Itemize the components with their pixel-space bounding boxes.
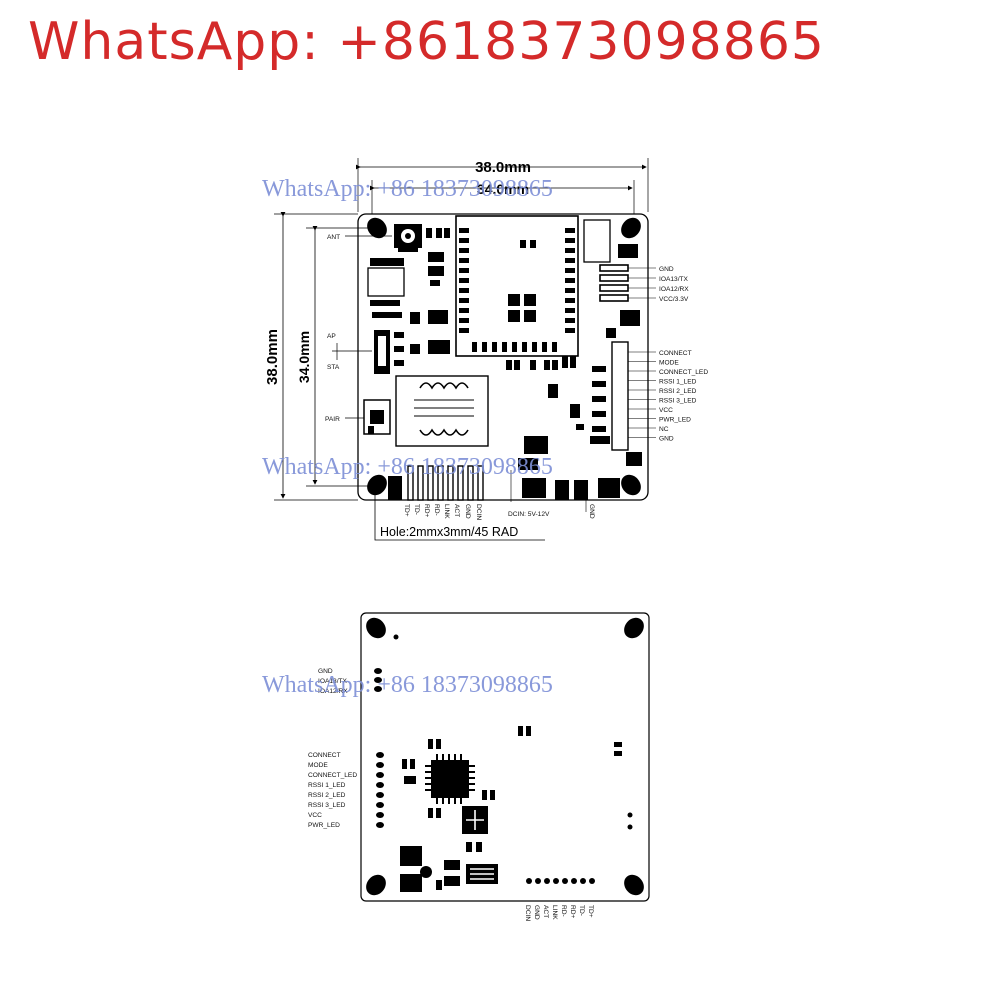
bottom-pin-labels: TD+ TD- RD+ RD- LINK ACT GND DCIN: [403, 504, 482, 520]
uart-pin-labels: GND IOA13/TX IOA12/RX VCC/3.3V: [628, 266, 689, 303]
led-pin-label: GND: [659, 436, 674, 443]
top-center-components: [506, 356, 620, 500]
top-hole-br: [621, 474, 641, 496]
hole-label: Hole:2mmx3mm/45 RAD: [380, 525, 518, 539]
uart-pin-label: VCC/3.3V: [659, 296, 689, 303]
label-sta: STA: [327, 364, 340, 371]
label-ant: ANT: [327, 234, 340, 241]
led-pin-label: NC: [659, 426, 669, 433]
bottom-uart-label: GND: [318, 668, 333, 675]
label-pair: PAIR: [325, 416, 340, 423]
bottom-view: GND IOA13/TX IOA12/RX CONNECT MODE CONNE…: [308, 612, 650, 921]
bottom-led-label: VCC: [308, 812, 322, 819]
bottom-board-outline: [360, 612, 650, 902]
bottom-view-pin-label: RD+: [569, 905, 576, 919]
bottom-pin-label: RD+: [423, 504, 430, 518]
top-left-components: [363, 224, 489, 447]
bottom-pin-label: RD-: [433, 504, 440, 516]
bottom-pin-label: ACT: [453, 504, 460, 517]
bottom-pin-label: LINK: [443, 504, 450, 519]
bottom-pin-label: TD+: [403, 504, 410, 517]
label-ap: AP: [327, 333, 336, 340]
whatsapp-banner: WhatsApp: +8618373098865: [28, 12, 826, 72]
led-pin-label: VCC: [659, 407, 673, 414]
watermark: WhatsApp: +86 18373098865: [262, 454, 553, 480]
led-pin-label: RSSI 1_LED: [659, 379, 697, 386]
led-pin-labels: CONNECT MODE CONNECT_LED RSSI 1_LED RSSI…: [628, 350, 708, 443]
bottom-led-label: RSSI 1_LED: [308, 782, 346, 789]
bottom-led-label: CONNECT_LED: [308, 772, 357, 779]
bottom-view-pin-label: ACT: [542, 905, 549, 918]
led-pin-label: CONNECT: [659, 350, 692, 357]
bottom-ic-chip: [425, 754, 475, 804]
led-pin-label: MODE: [659, 360, 679, 367]
bottom-led-label: MODE: [308, 762, 328, 769]
bottom-pin-label: TD-: [413, 504, 420, 515]
left-callouts: ANT AP STA PAIR: [325, 234, 392, 423]
dim-inner-width: 34.0mm: [477, 181, 529, 197]
uart-pin-label: IOA13/TX: [659, 276, 689, 283]
bottom-led-label: PWR_LED: [308, 822, 340, 829]
top-right-components: [583, 219, 642, 466]
dcin-label: DCIN: 5V-12V: [508, 511, 550, 518]
uart-pin-label: GND: [659, 266, 674, 273]
bottom-uart-label: IOA13/TX: [318, 678, 348, 685]
top-view: 38.0mm 34.0mm 38.0mm 34.0mm: [264, 158, 708, 541]
bottom-view-pin-labels: DCIN GND ACT LINK RD- RD+ TD- TD+: [524, 905, 594, 921]
bottom-led-label: RSSI 2_LED: [308, 792, 346, 799]
bottom-led-labels: CONNECT MODE CONNECT_LED RSSI 1_LED RSSI…: [308, 752, 357, 829]
bottom-header-pads: [388, 465, 484, 501]
bottom-view-pin-label: LINK: [551, 905, 558, 920]
led-pin-label: PWR_LED: [659, 417, 691, 424]
bottom-view-pin-label: GND: [533, 905, 540, 920]
led-pin-label: RSSI 3_LED: [659, 398, 697, 405]
bottom-uart-label: IOA12/RX: [318, 688, 348, 695]
bottom-view-pin-label: TD+: [587, 905, 594, 918]
bottom-pin-label: GND: [464, 504, 471, 519]
top-hole-tr: [621, 217, 641, 239]
led-pin-label: CONNECT_LED: [659, 369, 708, 376]
dim-outer-height: 38.0mm: [264, 329, 281, 385]
top-hole-bl: [367, 474, 387, 496]
bottom-pin-label: DCIN: [475, 504, 482, 520]
watermark: WhatsApp: +86 18373098865: [262, 176, 553, 202]
uart-pin-label: IOA12/RX: [659, 286, 689, 293]
led-pin-label: RSSI 2_LED: [659, 388, 697, 395]
bottom-view-pin-label: TD-: [578, 905, 585, 916]
watermark: WhatsApp: +86 18373098865: [262, 672, 553, 698]
bottom-led-label: RSSI 3_LED: [308, 802, 346, 809]
bottom-uart-labels: GND IOA13/TX IOA12/RX: [318, 668, 348, 695]
bottom-led-label: CONNECT: [308, 752, 341, 759]
wifi-module: [455, 215, 579, 357]
gnd-label: GND: [588, 504, 595, 519]
bottom-view-pin-label: RD-: [560, 905, 567, 917]
dim-inner-height: 34.0mm: [296, 331, 312, 383]
top-hole-tl: [367, 217, 387, 239]
bottom-view-pin-label: DCIN: [524, 905, 531, 921]
dim-outer-width: 38.0mm: [475, 159, 531, 176]
